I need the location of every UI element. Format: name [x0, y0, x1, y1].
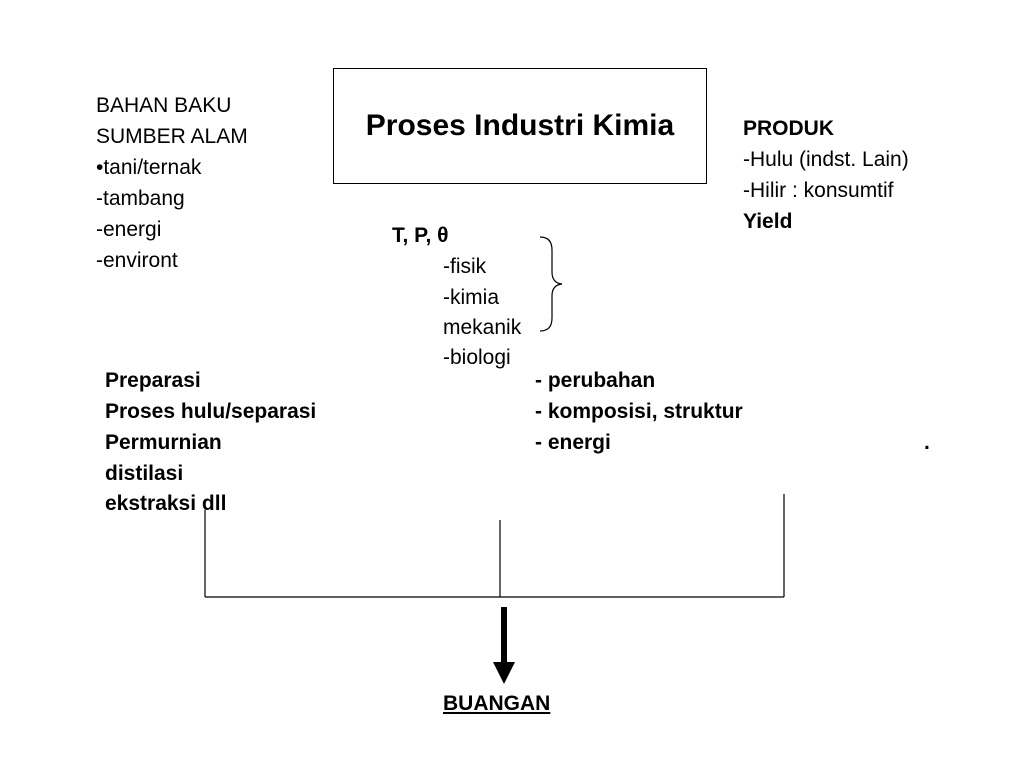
conditions-brace: [539, 236, 563, 332]
yield-label: Yield: [743, 210, 793, 233]
raw-material-line: -energi: [96, 218, 162, 241]
condition-item: mekanik: [443, 316, 522, 339]
change-item: - perubahan: [535, 369, 656, 392]
product-line: -Hulu (indst. Lain): [743, 148, 909, 171]
raw-material-line: -environt: [96, 249, 178, 272]
condition-item: -fisik: [443, 255, 487, 278]
process-step: Preparasi: [105, 369, 201, 392]
raw-material-line: •tani/ternak: [96, 156, 202, 179]
product-heading: PRODUK: [743, 117, 835, 140]
product-line: -Hilir : konsumtif: [743, 179, 894, 202]
down-arrow-head: [493, 662, 515, 684]
diagram-title: Proses Industri Kimia: [365, 109, 675, 142]
conditions-heading: T, P, θ: [392, 224, 449, 247]
change-item: - komposisi, struktur: [535, 400, 743, 423]
change-item: - energi: [535, 431, 611, 454]
process-step: Permurnian: [105, 431, 222, 454]
condition-item: -kimia: [443, 286, 499, 309]
process-step: distilasi: [105, 462, 184, 485]
waste-label: BUANGAN: [443, 692, 551, 715]
raw-material-line: -tambang: [96, 187, 185, 210]
process-step: ekstraksi dll: [105, 492, 227, 515]
raw-material-line: BAHAN BAKU: [96, 94, 232, 117]
process-step: Proses hulu/separasi: [105, 400, 317, 423]
condition-item: -biologi: [443, 346, 511, 369]
trailing-dot: .: [924, 431, 930, 454]
process-title-box: Proses Industri Kimia: [333, 68, 707, 184]
raw-material-line: SUMBER ALAM: [96, 125, 248, 148]
